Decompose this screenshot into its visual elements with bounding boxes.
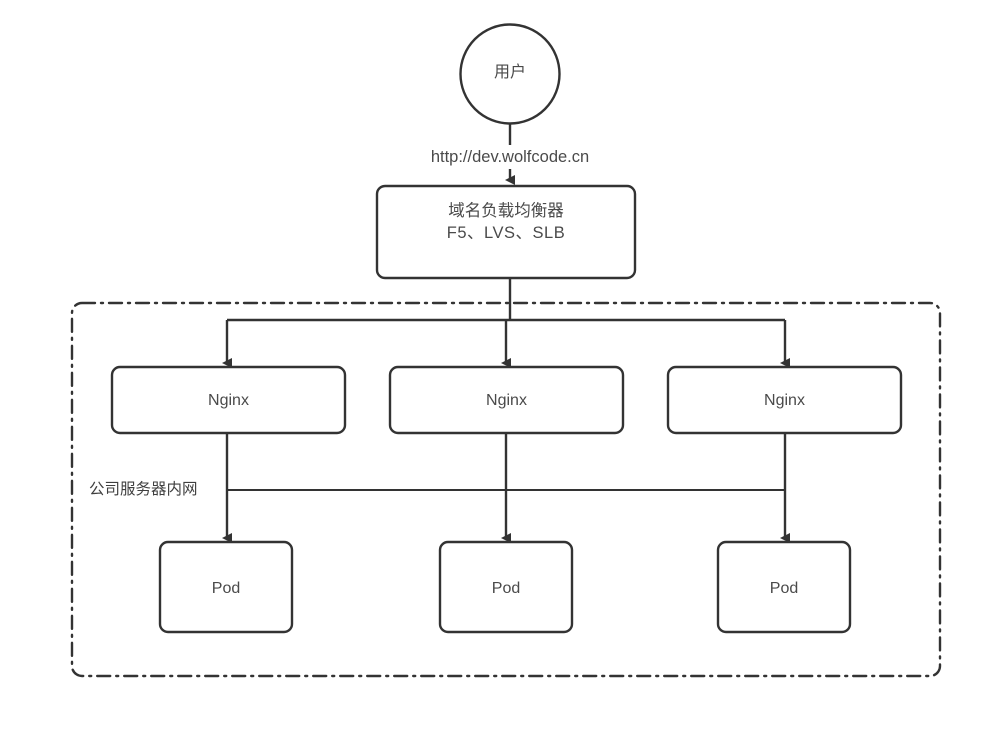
nginx-box-2 xyxy=(388,365,625,435)
load-balancer-box xyxy=(375,184,637,280)
pod-box-3 xyxy=(716,540,852,634)
user-circle xyxy=(459,23,561,125)
pod-box-1 xyxy=(158,540,294,634)
nginx-box-1 xyxy=(110,365,347,435)
intranet-boundary xyxy=(70,301,942,678)
nginx-box-3 xyxy=(666,365,903,435)
pod-box-2 xyxy=(438,540,574,634)
